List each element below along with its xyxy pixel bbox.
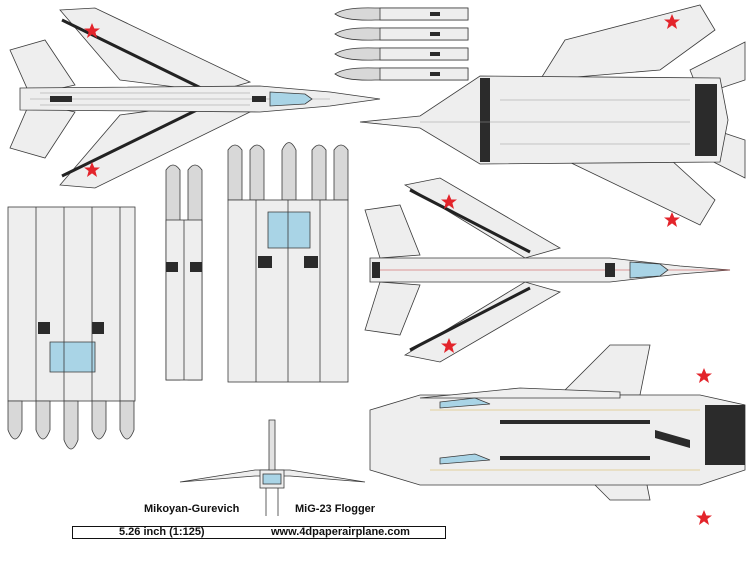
manufacturer-label: Mikoyan-Gurevich bbox=[144, 503, 240, 515]
fuselage-panels-left bbox=[7, 206, 136, 450]
top-view-wings-swept bbox=[364, 177, 731, 363]
website-label: www.4dpaperairplane.com bbox=[271, 526, 410, 538]
top-view-wings-spread bbox=[9, 7, 381, 189]
fuselage-panels-right bbox=[227, 142, 349, 383]
side-view-profile bbox=[369, 344, 746, 501]
scale-label: 5.26 inch (1:125) bbox=[119, 526, 205, 538]
front-view bbox=[179, 419, 366, 516]
drop-tank-set bbox=[334, 7, 469, 81]
scale-bar: 5.26 inch (1:125) www.4dpaperairplane.co… bbox=[72, 526, 446, 539]
fuselage-panels-center bbox=[165, 164, 203, 381]
model-label: MiG-23 Flogger bbox=[295, 503, 376, 515]
